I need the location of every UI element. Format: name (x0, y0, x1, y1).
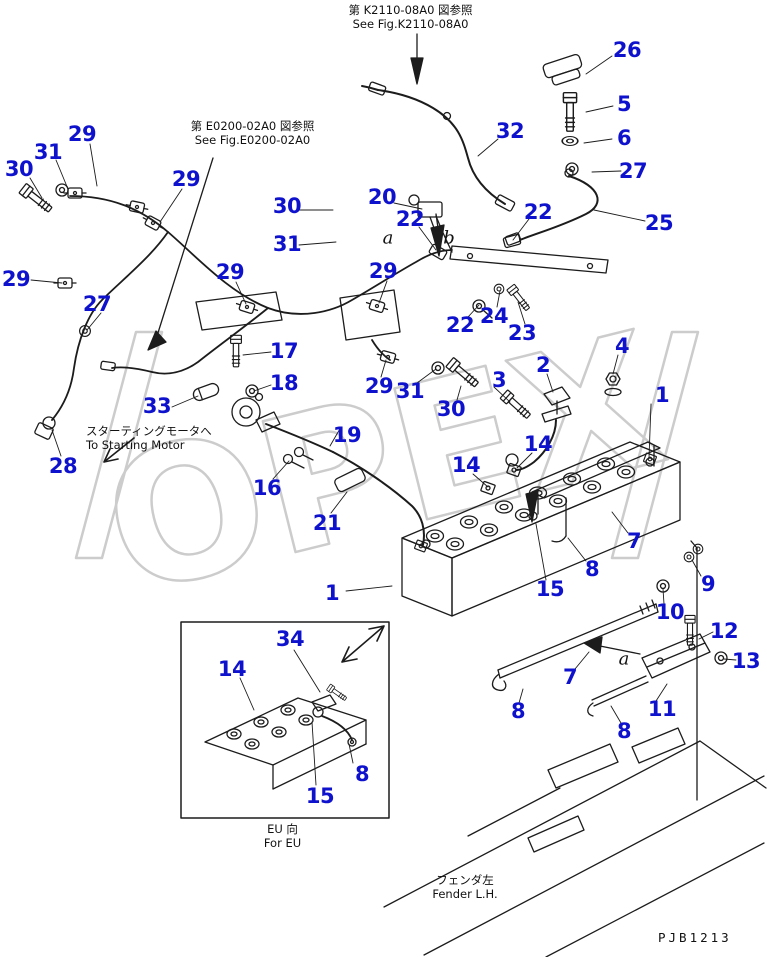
watermark-text: OPEX (85, 291, 682, 637)
connector-26 (542, 53, 583, 86)
eu-label-jp: EU 向 (267, 822, 298, 836)
washer-6 (561, 135, 579, 147)
fender-label-jp: フェンダ左 (436, 873, 494, 887)
drawing-number: PJB1213 (658, 930, 732, 945)
starting-motor-en: To Starting Motor (86, 438, 185, 452)
left-harness (18, 182, 453, 440)
cable-32 (361, 81, 516, 212)
hold-down-frame-7 (531, 441, 661, 543)
fender-label: フェンダ左 Fender L.H. (400, 873, 530, 901)
eu-label: EU 向 For EU (225, 822, 340, 850)
fender-label-en: Fender L.H. (432, 887, 498, 901)
starting-motor-jp: スターティングモータへ (86, 424, 212, 438)
flow-arrows (103, 157, 641, 663)
reference-left: 第 E0200-02A0 図参照 See Fig.E0200-02A0 (160, 119, 345, 147)
hold-down-rod-lower (491, 540, 728, 801)
reference-top-jp: 第 K2110-08A0 図参照 (348, 3, 473, 17)
top-reference-arrow (410, 33, 424, 85)
leader-lines (29, 55, 737, 786)
cable-25 (504, 168, 599, 246)
inset-eu-detail (180, 621, 390, 819)
fender-panel (383, 727, 767, 957)
watermark: OPEX (74, 290, 700, 638)
reference-top: 第 K2110-08A0 図参照 See Fig.K2110-08A0 (318, 3, 503, 31)
center-harness (192, 289, 482, 546)
reference-top-en: See Fig.K2110-08A0 (352, 17, 469, 31)
eu-label-en: For EU (263, 836, 302, 850)
reference-left-en: See Fig.E0200-02A0 (194, 133, 311, 147)
bolt-5 (562, 91, 578, 132)
starting-motor-label: スターティングモータへ To Starting Motor (86, 424, 212, 452)
reference-left-jp: 第 E0200-02A0 図参照 (190, 119, 315, 133)
